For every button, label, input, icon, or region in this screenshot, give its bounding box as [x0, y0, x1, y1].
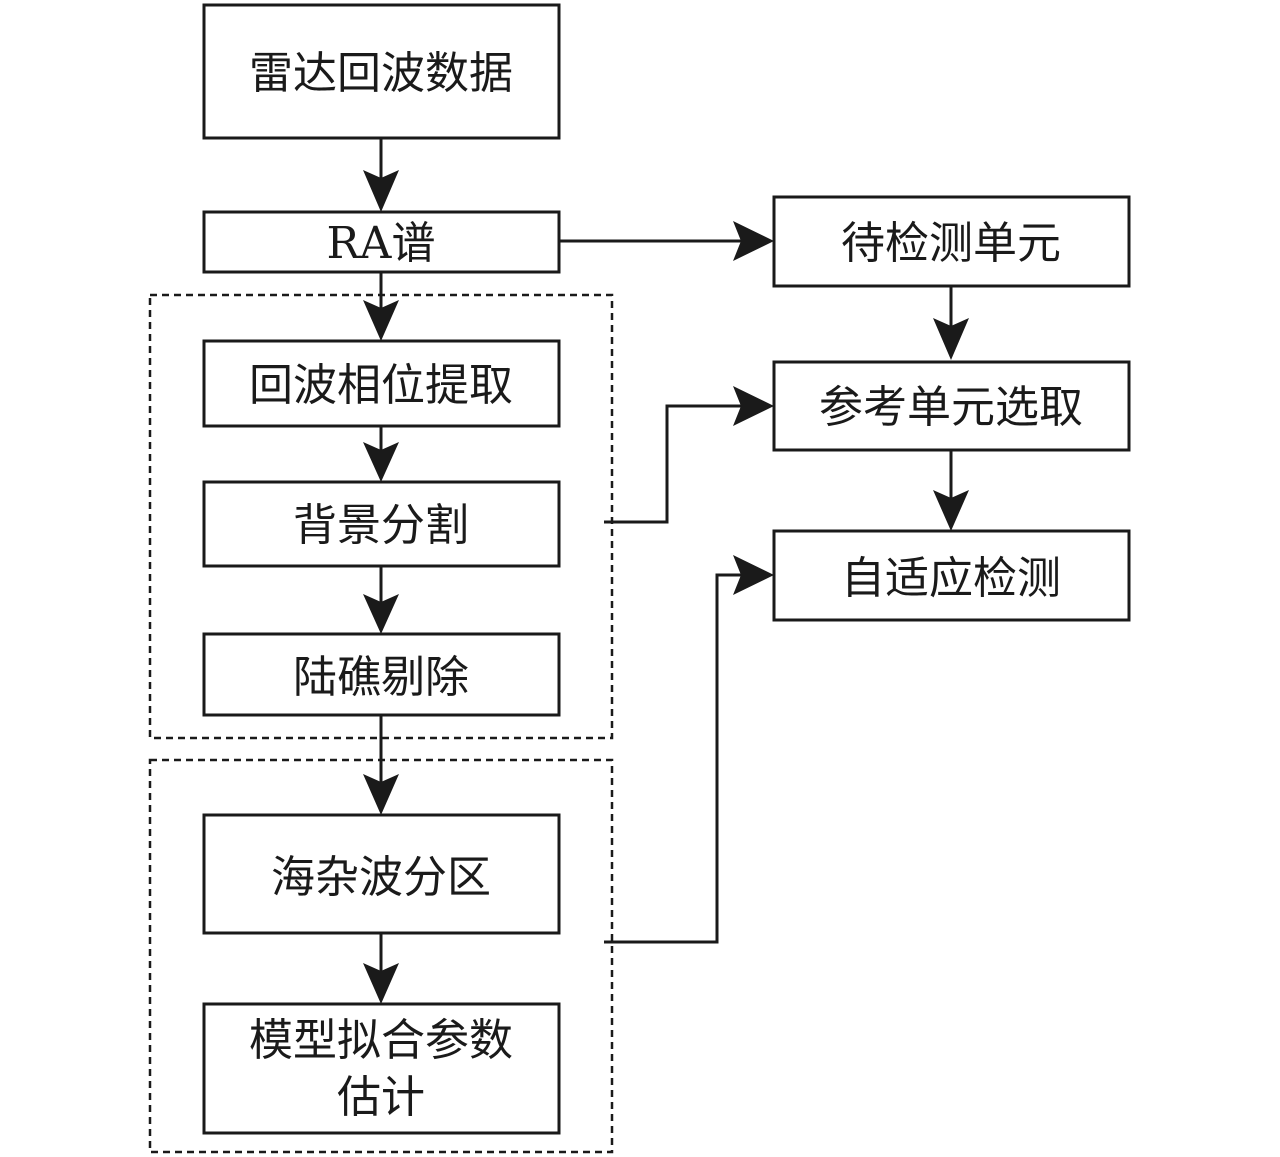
arrow-ra-to-cut	[733, 221, 774, 261]
arrow-ra-to-phase	[363, 300, 399, 341]
node-land-reef: 陆礁剔除	[202, 632, 561, 717]
arrow-bg-to-land	[363, 594, 399, 634]
arrow-cut-to-ref	[933, 318, 969, 360]
edge-preprocess-to-ref	[604, 404, 745, 524]
node-cell-under-test: 待检测单元	[772, 195, 1131, 288]
arrow-preprocess-to-ref	[733, 386, 774, 426]
node-ra-spectrum: RA谱	[202, 210, 561, 274]
edges	[363, 138, 969, 1004]
node-label: 参考单元选取	[819, 382, 1083, 433]
node-label: 海杂波分区	[271, 852, 491, 903]
node-label: RA谱	[327, 218, 436, 269]
arrow-phase-to-bg	[363, 442, 399, 482]
node-label: 回波相位提取	[249, 360, 513, 411]
arrow-radar-to-ra	[363, 170, 399, 212]
node-adaptive-detect: 自适应检测	[772, 529, 1131, 622]
node-model-fit: 模型拟合参数 估计	[202, 1002, 561, 1135]
node-label: 陆礁剔除	[293, 652, 469, 703]
arrow-sea-to-model	[363, 963, 399, 1004]
node-label: 模型拟合参数	[249, 1015, 513, 1066]
arrow-clutter-to-adaptive	[733, 555, 774, 595]
node-label: 雷达回波数据	[249, 48, 513, 99]
node-ref-select: 参考单元选取	[772, 360, 1131, 452]
node-radar-echo: 雷达回波数据	[202, 3, 561, 140]
arrow-land-to-sea	[363, 774, 399, 815]
node-sea-clutter: 海杂波分区	[202, 813, 561, 935]
node-bg-segment: 背景分割	[202, 480, 561, 568]
node-label-line2: 估计	[337, 1072, 425, 1123]
node-echo-phase: 回波相位提取	[202, 339, 561, 428]
node-label: 待检测单元	[841, 218, 1061, 269]
edge-clutter-to-adaptive	[604, 573, 745, 944]
node-label: 自适应检测	[841, 553, 1061, 604]
arrow-ref-to-adaptive	[933, 490, 969, 531]
node-label: 背景分割	[293, 500, 469, 551]
